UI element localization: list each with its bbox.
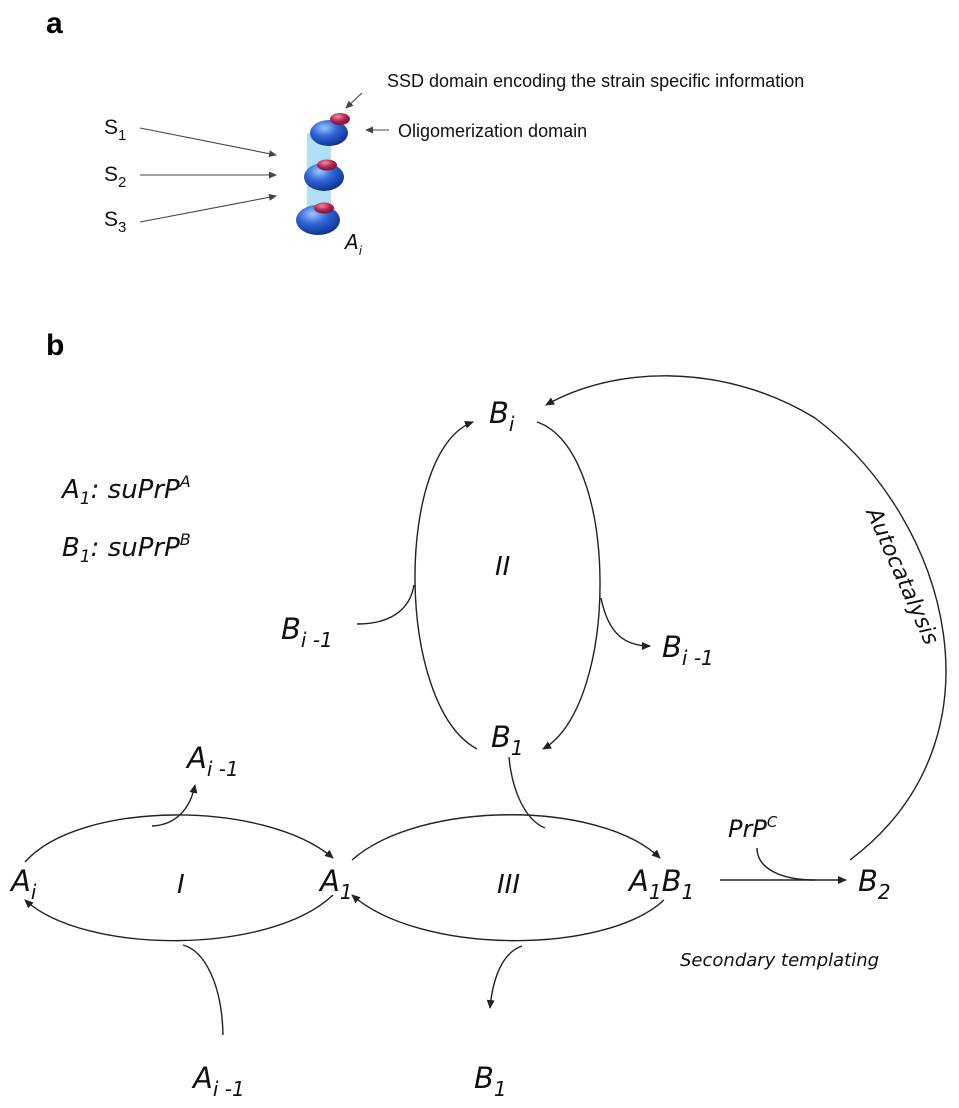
autocatalysis-arc [546,376,946,860]
cycle-i-bottom-arc [25,895,333,941]
svg-text:B1: suPrPB: B1: suPrPB [62,530,191,567]
svg-text:S2: S2 [104,163,126,191]
cycle-ii-label: II [495,552,510,582]
node-prpc: PrPC [728,813,778,843]
node-b-1-bottom: B1 [474,1061,507,1101]
cycle-i-label: I [177,870,185,900]
node-b-i-minus-1-in: Bi -1 [281,612,333,652]
cycle-iii-label: III [497,870,520,900]
node-b-2: B2 [858,864,891,904]
secondary-templating-label: Secondary templating [680,950,879,971]
ssd-annotation: SSD domain encoding the strain specific … [387,71,804,91]
autocatalysis-label: Autocatalysis [860,502,943,648]
svg-text:S1: S1 [104,116,126,144]
prpc-input [757,848,815,880]
b-1-input [509,757,545,828]
node-b-i-minus-1-out: Bi -1 [662,630,714,670]
cycle-iii-top-arc [352,815,660,860]
ssd-domain-2 [317,160,337,171]
ssd-domain-1 [330,113,350,125]
b-i-minus-1-output [601,598,650,646]
arrow-s1 [140,128,276,155]
strain-input-s2: S2 [104,163,126,191]
aggregate-label: Ai [343,230,363,258]
node-b-1-top: B1 [491,720,524,760]
a-i-minus-1-input [183,945,223,1035]
cycle-ii-left-arc [415,422,477,749]
cycle-i-top-arc [25,815,333,862]
ssd-domain-3 [314,203,334,214]
node-a-1: A1 [318,864,353,904]
cycle-ii-right-arc [537,422,600,749]
ssd-pointer [346,93,362,108]
panel-a-label: a [46,7,63,40]
svg-text:S3: S3 [104,208,126,236]
oligo-annotation: Oligomerization domain [398,121,587,141]
svg-text:A1: suPrPA: A1: suPrPA [60,472,191,509]
panel-b-label: b [46,329,64,362]
node-a1b1: A1B1 [627,864,694,904]
b-i-minus-1-input [357,585,414,624]
strain-input-s1: S1 [104,116,126,144]
strain-input-s3: S3 [104,208,126,236]
node-a-i-minus-1-top: Ai -1 [185,741,239,781]
cycle-iii-bottom-arc [352,895,664,941]
b-1-output [490,946,522,1008]
node-a-i: Ai [9,864,37,904]
arrow-s3 [140,196,276,222]
legend-b1: B1: suPrPB [62,530,191,567]
legend-a1: A1: suPrPA [60,472,191,509]
oligomer-aggregate [296,113,350,235]
a-i-minus-1-output [152,785,195,826]
node-b-i: Bi [489,396,515,436]
node-a-i-minus-1-bottom: Ai -1 [191,1061,245,1101]
